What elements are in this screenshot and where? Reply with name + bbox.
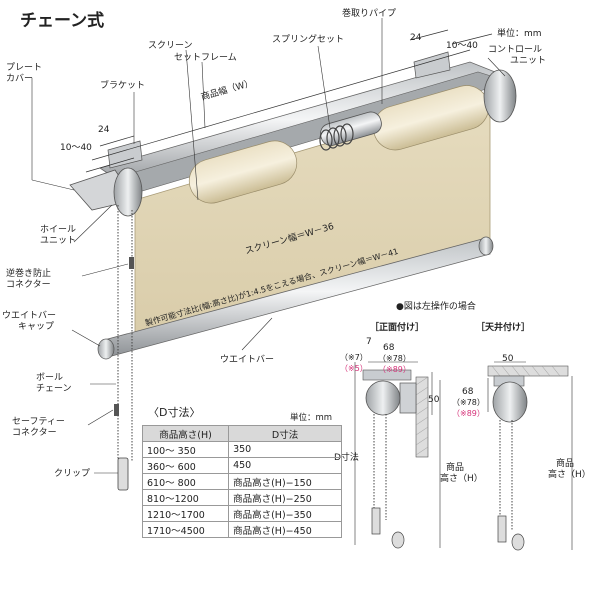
safety-connector-label: セーフティーコネクター (12, 416, 65, 438)
clip-label: クリップ (54, 468, 90, 479)
screen-label: スクリーン (148, 40, 193, 51)
front-d89: （※89） (378, 365, 411, 374)
front-mount-view (354, 361, 441, 549)
ceiling-c68: 68 (462, 387, 474, 397)
header-product-height: 商品高さ(H) (141, 425, 230, 442)
dim-10-40-left: 10～40 (60, 143, 92, 153)
spring-set (319, 123, 354, 151)
plate-cover-label: プレートカバー (6, 62, 42, 84)
leader-lines (31, 18, 506, 474)
front-d7: 7 (366, 337, 372, 347)
ceiling-prod-h: 商品高さ（H） (548, 457, 591, 480)
table-header-row: 商品高さ(H) D寸法 (141, 425, 342, 442)
header-d-dimension: D寸法 (228, 425, 342, 442)
unit-label: 単位：mm (497, 27, 542, 39)
dim-10-40-right: 10～40 (446, 41, 478, 51)
dim-24-left: 24 (98, 125, 110, 135)
cell-d: 商品高さ(H)−250 (228, 489, 342, 506)
front-d50: 50 (428, 395, 440, 405)
ceiling-c50: 50 (502, 354, 514, 364)
ball-chain (117, 205, 133, 462)
ceiling-mount-view (487, 361, 573, 551)
set-frame-label: セットフレーム (174, 52, 237, 63)
dimension-lines (85, 29, 493, 173)
bracket-label: ブラケット (100, 79, 145, 91)
spring-set-label: スプリングセット (272, 33, 344, 45)
cell-height: 100～ 350 (141, 441, 230, 458)
wheel-unit-label: ホイールユニット (40, 224, 76, 246)
cell-d: 商品高さ(H)−150 (228, 473, 342, 490)
weight-bar-cap (97, 338, 115, 360)
front-d78: （※78） (378, 354, 411, 363)
cell-d: 商品高さ(H)−450 (228, 521, 342, 538)
ceiling-mount-title: ［天井付け］ (476, 321, 530, 333)
cell-height: 1210～1700 (141, 505, 230, 522)
cell-d: 450 (228, 457, 342, 474)
weight-cap-label: ウエイトバーキャップ (2, 310, 56, 332)
front-prod-h: 商品高さ（H） (440, 461, 483, 484)
cell-d: 商品高さ(H)−350 (228, 505, 342, 522)
wheel-unit (113, 167, 143, 217)
front-d5: （※5） (340, 364, 368, 373)
front-d7b: （※7） (340, 353, 368, 362)
d-table-title: 〈D寸法〉 (148, 406, 201, 419)
cell-height: 810～1200 (141, 489, 230, 506)
winding-pipe (320, 111, 382, 146)
product-width-label: 商品幅（W） (200, 76, 255, 102)
diagram-title: チェーン式 (20, 10, 104, 31)
safety-connector-part (114, 404, 119, 416)
control-unit (483, 69, 517, 123)
control-unit-label: コントロールユニット (488, 45, 546, 66)
front-d68: 68 (383, 343, 395, 353)
d-table-unit: 単位：mm (290, 413, 333, 423)
clip-part (117, 457, 129, 491)
ceiling-c89: （※89） (452, 409, 485, 418)
ceiling-c78: （※78） (452, 398, 485, 407)
cell-height: 360～ 600 (141, 457, 230, 474)
ball-chain-label: ボールチェーン (36, 372, 72, 394)
cell-height: 1710～4500 (141, 521, 230, 538)
dim-24-right: 24 (410, 33, 422, 43)
cell-d: 350 (228, 441, 342, 458)
reverse-connector-part (129, 257, 134, 269)
front-mount-title: ［正面付け］ (370, 321, 424, 333)
left-op-note: ●図は左操作の場合 (396, 300, 476, 312)
weight-bar-label: ウエイトバー (220, 354, 274, 365)
reverse-connector-label: 逆巻き防止コネクター (6, 267, 51, 290)
winding-pipe-label: 巻取りパイプ (342, 7, 396, 19)
cell-height: 610～ 800 (141, 473, 230, 490)
